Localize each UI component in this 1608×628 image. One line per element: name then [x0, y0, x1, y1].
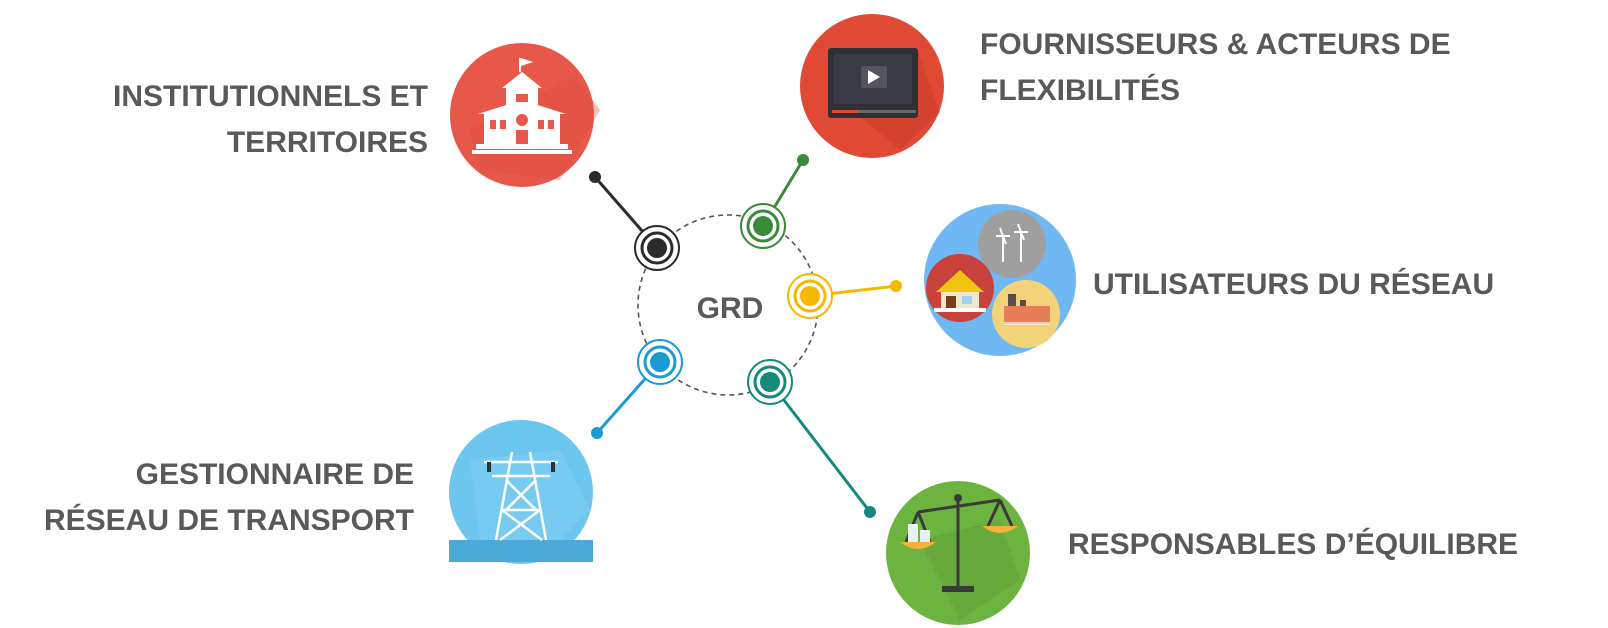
target-marker-utilisateurs — [787, 273, 833, 319]
target-marker-responsables — [747, 359, 793, 405]
connector-responsables — [768, 381, 876, 518]
video-player-icon — [800, 14, 944, 158]
label-gestionnaire-line2: RÉSEAU DE TRANSPORT — [43, 504, 414, 537]
school-building-icon — [450, 43, 600, 187]
target-marker-gestionnaire — [637, 339, 683, 385]
label-institutionnels: INSTITUTIONNELS ET TERRITOIRES — [113, 74, 428, 166]
label-institutionnels-line1: INSTITUTIONNELS ET — [113, 80, 428, 113]
label-utilisateurs-line1: UTILISATEURS DU RÉSEAU — [1093, 268, 1495, 301]
target-marker-fournisseurs — [740, 203, 786, 249]
label-fournisseurs: FOURNISSEURS & ACTEURS DE FLEXIBILITÉS — [980, 22, 1451, 114]
house-factory-wind-icon — [924, 204, 1076, 356]
target-marker-institutionnels — [634, 225, 680, 271]
hub-label: GRD — [696, 292, 764, 325]
label-fournisseurs-line1: FOURNISSEURS & ACTEURS DE — [980, 28, 1451, 61]
label-institutionnels-line2: TERRITOIRES — [226, 126, 428, 159]
label-utilisateurs: UTILISATEURS DU RÉSEAU — [1093, 262, 1494, 308]
label-responsables: RESPONSABLES D’ÉQUILIBRE — [1068, 522, 1518, 568]
transmission-tower-icon — [449, 420, 593, 564]
label-gestionnaire-line1: GESTIONNAIRE DE — [135, 458, 414, 491]
label-gestionnaire: GESTIONNAIRE DE RÉSEAU DE TRANSPORT — [44, 452, 414, 544]
balance-scale-icon — [886, 481, 1030, 625]
label-fournisseurs-line2: FLEXIBILITÉS — [980, 74, 1181, 107]
label-responsables-line1: RESPONSABLES D’ÉQUILIBRE — [1068, 528, 1519, 561]
